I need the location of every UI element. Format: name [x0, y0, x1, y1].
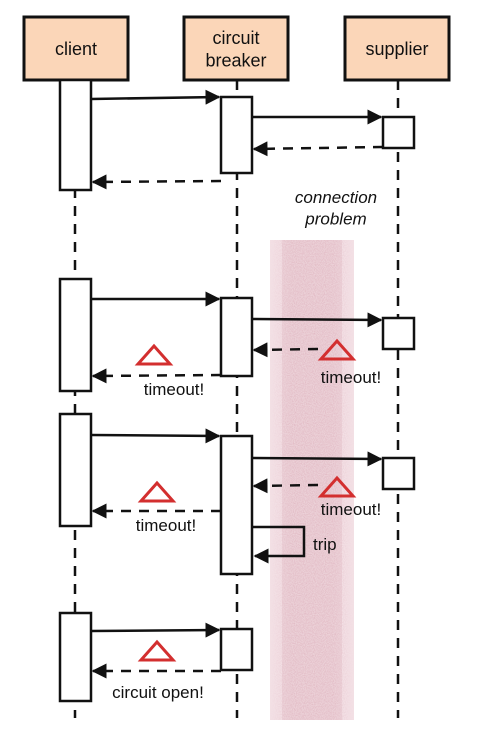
- reply-supplier-to-breaker-1: [252, 141, 384, 157]
- warning-icon: [317, 475, 357, 498]
- warning-icon: [137, 639, 177, 662]
- timeout-supplier-label: timeout!: [321, 500, 381, 519]
- participant-supplier-label: supplier: [365, 39, 428, 59]
- request-breaker-to-supplier-3: [251, 451, 383, 467]
- request-client-to-breaker-3: [90, 428, 221, 444]
- activation-supplier-3: [381, 456, 416, 491]
- activation-breaker-1: [219, 95, 254, 175]
- activation-client-4: [58, 611, 93, 703]
- request-client-to-breaker-4: [90, 622, 221, 638]
- warning-icon: [134, 343, 174, 366]
- connection-problem-band: [270, 240, 354, 720]
- activation-breaker-2: [219, 296, 254, 378]
- request-client-to-breaker-1: [90, 89, 221, 105]
- timeout-client-label: timeout!: [136, 516, 196, 535]
- participant-client-label: client: [55, 39, 97, 59]
- activation-supplier-2: [381, 316, 416, 351]
- activation-supplier-1: [381, 115, 416, 150]
- activation-breaker-4: [219, 627, 254, 672]
- trip-label: trip: [313, 535, 337, 554]
- warning-icon: [317, 338, 357, 361]
- warning-icon: [137, 480, 177, 503]
- activation-client-3: [58, 412, 93, 528]
- activation-client-1: [58, 78, 93, 192]
- reply-breaker-to-client-2: [91, 368, 222, 384]
- request-breaker-to-supplier-2: [251, 312, 383, 328]
- timeout-supplier-label: timeout!: [321, 368, 381, 387]
- trip-self-message: [252, 525, 306, 564]
- activation-client-2: [58, 277, 93, 393]
- timeout-client-label: timeout!: [144, 380, 204, 399]
- participant-client: client: [22, 15, 130, 82]
- reply-breaker-to-client-1: [91, 174, 222, 190]
- activation-breaker-3: [219, 434, 254, 576]
- circuit-open-label: circuit open!: [112, 683, 204, 702]
- participant-supplier: supplier: [343, 15, 451, 82]
